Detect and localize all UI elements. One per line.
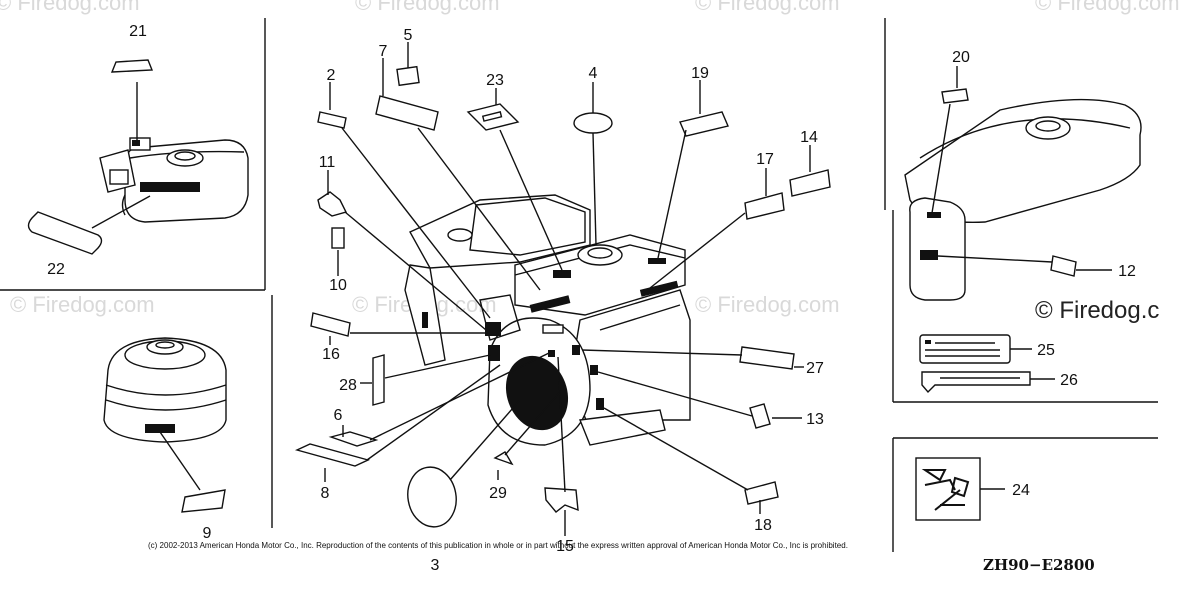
engine-labels [294, 65, 831, 528]
diagram-code: ZH90−E2800 [983, 556, 1095, 574]
callout-3: 3 [431, 557, 440, 574]
watermark-mid-1: © Firedog.com [10, 292, 155, 317]
callout-8: 8 [321, 485, 330, 502]
watermark-right: © Firedog.c [1035, 297, 1159, 324]
callout-4: 4 [589, 65, 598, 82]
air-cleaner-top-left [99, 137, 249, 223]
callout-9: 9 [203, 525, 212, 542]
label-26-group [921, 371, 1055, 394]
callout-22: 22 [47, 261, 65, 278]
label-9-shape [181, 489, 226, 513]
callout-2: 2 [327, 67, 336, 84]
air-cleaner-bottom-left [103, 337, 227, 443]
callout-19: 19 [691, 65, 709, 82]
callout-26: 26 [1060, 372, 1078, 389]
watermark-top-3: © Firedog.com [695, 0, 840, 15]
callout-17: 17 [756, 151, 774, 168]
callout-14: 14 [800, 129, 818, 146]
callout-15: 15 [556, 538, 574, 555]
label-21-shape [110, 59, 154, 73]
callout-12: 12 [1118, 263, 1136, 280]
label-20-shape [941, 88, 969, 104]
callout-27: 27 [806, 360, 824, 377]
callout-20: 20 [952, 49, 970, 66]
engine-body [404, 194, 691, 446]
callout-21: 21 [129, 23, 147, 40]
callout-28: 28 [339, 377, 357, 394]
callout-25: 25 [1037, 342, 1055, 359]
label-12-shape [1050, 255, 1077, 277]
callout-11: 11 [319, 154, 336, 171]
fuel-tank-right [904, 98, 1142, 301]
callout-5: 5 [404, 27, 413, 44]
label-25-group [919, 334, 1032, 364]
watermark-top-4: © Firedog.com [1035, 0, 1180, 15]
callout-7: 7 [379, 43, 388, 60]
callout-13: 13 [806, 411, 824, 428]
watermark-mid-3: © Firedog.com [695, 292, 840, 317]
callout-10: 10 [329, 277, 347, 294]
callout-16: 16 [322, 346, 340, 363]
callout-6: 6 [334, 407, 343, 424]
callout-24: 24 [1012, 482, 1030, 499]
leader-lines [324, 42, 811, 536]
copyright-notice: (c) 2002-2013 American Honda Motor Co., … [148, 541, 848, 550]
callout-23: 23 [486, 72, 504, 89]
callout-29: 29 [489, 485, 507, 502]
callout-18: 18 [754, 517, 772, 534]
section-dividers [0, 18, 1158, 552]
watermark-top-1: © Firedog.com [0, 0, 140, 15]
label-22-shape [27, 211, 103, 255]
watermark-top-2: © Firedog.com [355, 0, 500, 15]
callout-numbers: 2 3 4 5 6 7 8 9 10 11 12 13 14 15 16 17 … [47, 23, 1136, 574]
label-24-group [915, 457, 1005, 521]
